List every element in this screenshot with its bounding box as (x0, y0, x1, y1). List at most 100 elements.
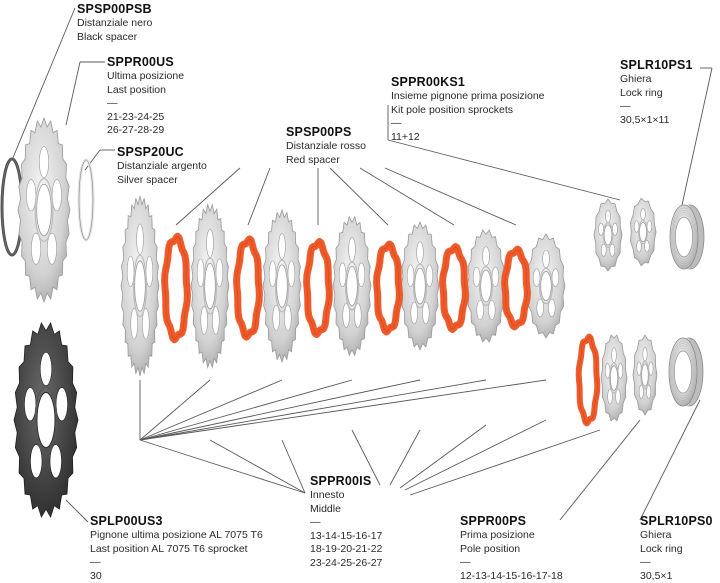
desc-en: Lock ring (640, 542, 683, 555)
pole-position-sprocket-2 (632, 334, 658, 416)
leader-middle-7 (404, 419, 547, 491)
desc-en: Last position (107, 83, 166, 96)
part-code: SPSP00PS (286, 125, 352, 139)
desc-en: Pole position (460, 542, 521, 555)
part-code: SPPR00IS (310, 474, 372, 488)
leader-red-spacer-5 (359, 167, 455, 226)
dash: — (460, 556, 471, 568)
leader-middle-drop-6 (139, 379, 487, 441)
sizes-1: 21-23-24-25 (107, 110, 165, 123)
desc-en: Middle (310, 502, 341, 515)
kit-pole-sprocket-1 (593, 198, 623, 272)
sizes-3: 23-24-25-26-27 (310, 556, 383, 569)
red-spacer-5 (439, 243, 469, 333)
red-spacer-2 (233, 235, 263, 341)
middle-sprocket-4 (332, 215, 372, 357)
leader-middle-6 (399, 424, 487, 489)
dash: — (310, 516, 321, 528)
dash: — (107, 97, 118, 109)
leader-sppr00ps-b (409, 429, 601, 496)
leader-middle-drop-7 (139, 379, 547, 441)
leader-middle-4 (351, 429, 381, 486)
middle-sprocket-2 (190, 203, 230, 369)
dash: — (640, 556, 651, 568)
desc-it: Insieme pignone prima posizione (391, 90, 545, 102)
red-spacer-1 (161, 232, 191, 344)
desc-en: Kit pole position sprockets (391, 103, 513, 116)
part-code: SPPR00KS1 (391, 75, 466, 89)
desc-en: Last position AL 7075 T6 sprocket (90, 542, 248, 555)
dash: — (90, 556, 101, 568)
middle-sprocket-1 (120, 195, 160, 377)
al7075-last-position-sprocket-dark (13, 322, 79, 518)
sizes-2: 18-19-20-21-22 (310, 543, 383, 555)
label-sppr00ks1: SPPR00KS1 Insieme pignone prima posizion… (391, 75, 545, 144)
leader-middle-drop-3 (139, 379, 283, 441)
desc-en: Lock ring (620, 86, 663, 99)
leader-red-spacer-2 (247, 167, 271, 226)
desc-en: Black spacer (77, 30, 138, 43)
label-spsp00ps: SPSP00PS Distanziale rosso Red spacer (286, 125, 366, 167)
leader-sppr00ps-a (559, 419, 641, 521)
dash: — (620, 100, 631, 112)
part-code: SPPR00US (107, 55, 174, 69)
leader-middle-drop-4 (139, 379, 353, 441)
desc-it: Prima posizione (460, 529, 535, 541)
desc-it: Ultima posizione (107, 70, 185, 82)
red-spacer-pole (575, 333, 601, 427)
desc-it: Ghiera (640, 529, 672, 541)
sizes-1: 12-13-14-15-16-17-18 (460, 569, 563, 582)
dash: — (391, 117, 402, 129)
lock-ring-lower (668, 337, 704, 407)
part-code: SPPR00PS (460, 514, 527, 528)
label-splp00us3: SPLP00US3 Pignone ultima posizione AL 70… (90, 514, 263, 583)
sizes-1: 11+12 (391, 130, 420, 143)
red-spacer-3 (303, 238, 333, 338)
desc-it: Innesto (310, 489, 345, 501)
leader-middle-2 (209, 439, 306, 494)
leader-middle-drop-5 (139, 379, 421, 441)
leader-middle-3 (281, 439, 306, 494)
red-spacer-6 (501, 245, 531, 331)
pole-position-sprocket-1 (600, 334, 628, 422)
leader-splp00us3 (65, 499, 89, 523)
label-spr00is: SPPR00IS Innesto Middle — 13-14-15-16-17… (310, 474, 382, 570)
silver-spacer-ring (77, 158, 95, 242)
desc-en: Red spacer (286, 153, 340, 166)
leader-splr10ps1-b (681, 67, 713, 206)
desc-en: Silver spacer (117, 173, 178, 186)
sizes-1: 30,5×1 (640, 569, 673, 582)
sizes-1: 30,5×1×11 (620, 113, 670, 126)
leader-splr10ps0 (639, 399, 701, 521)
middle-sprocket-7 (526, 233, 566, 339)
kit-pole-sprocket-2 (630, 197, 657, 267)
leader-sppr00us-b (65, 61, 81, 126)
leader-red-spacer-4 (329, 167, 389, 226)
part-code: SPSP20UC (117, 145, 184, 159)
middle-sprocket-3 (262, 208, 302, 364)
part-code: SPLP00US3 (90, 514, 163, 528)
label-sppr00us: SPPR00US Ultima posizione Last position … (107, 55, 184, 138)
part-code: SPSP00PSB (77, 2, 152, 16)
leader-ks1-b (387, 139, 621, 201)
leader-red-spacer-1 (175, 167, 241, 226)
desc-it: Distanziale nero (77, 17, 153, 29)
sizes-1: 13-14-15-16-17 (310, 529, 383, 542)
leader-spsp20uc-b (84, 149, 101, 171)
sizes-2: 26-27-28-29 (107, 124, 165, 136)
sizes-1: 30 (90, 569, 102, 582)
label-spsp20uc: SPSP20UC Distanziale argento Silver spac… (117, 145, 207, 187)
part-code: SPLR10PS1 (620, 58, 693, 72)
desc-it: Pignone ultima posizione AL 7075 T6 (90, 529, 263, 541)
middle-sprocket-5 (400, 220, 440, 352)
leader-middle-1 (139, 439, 306, 494)
desc-it: Ghiera (620, 73, 652, 85)
leader-middle-drop-2 (139, 379, 211, 441)
label-spsp00psb: SPSP00PSB Distanziale nero Black spacer (77, 2, 152, 44)
desc-it: Distanziale rosso (286, 140, 366, 152)
leader-middle-5 (389, 429, 421, 486)
leader-black-spacer (11, 7, 76, 161)
label-sppr00ps: SPPR00PS Prima posizione Pole position —… (460, 514, 563, 583)
part-code: SPLR10PS0 (640, 514, 713, 528)
